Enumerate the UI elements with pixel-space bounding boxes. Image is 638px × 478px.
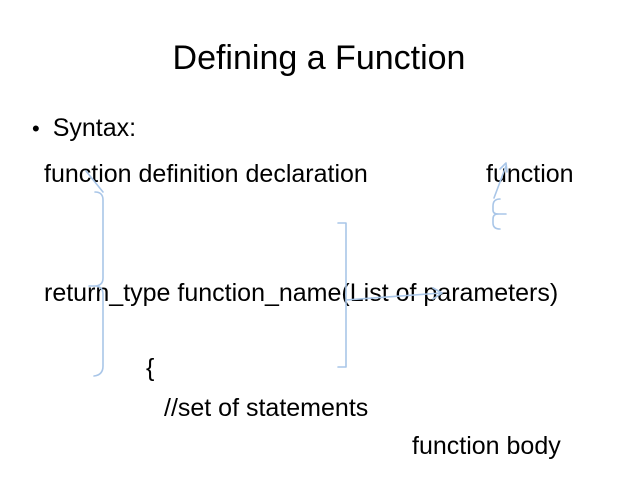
text-function-body-label: function body — [412, 432, 561, 460]
left-brace-annotation-icon — [85, 170, 104, 377]
bullet-marker-icon: • — [32, 116, 40, 141]
text-function-signature: return_type function_name(List of parame… — [44, 279, 559, 307]
text-open-brace: { — [146, 354, 155, 382]
text-statements-comment: //set of statements — [164, 394, 369, 422]
text-function-right: function — [486, 160, 574, 188]
bullet-label-syntax: Syntax: — [52, 114, 137, 142]
bullet-item-syntax: • Syntax: — [32, 112, 136, 145]
page-title: Defining a Function — [172, 39, 466, 77]
